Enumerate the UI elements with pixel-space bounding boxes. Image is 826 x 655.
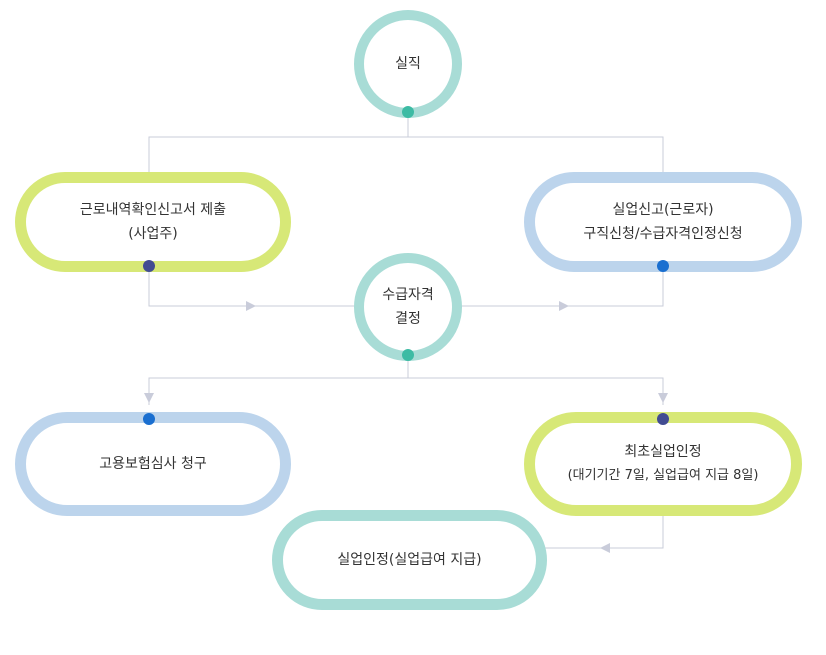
connector-decision-split (148, 355, 664, 405)
node-first-recognition: 최초실업인정 (대기기간 7일, 실업급여 지급 8일) (524, 412, 802, 516)
node-unemployment-label: 실직 (395, 56, 421, 72)
node-job-seeking-report-line1: 실업신고(근로자) (612, 202, 714, 218)
dot-first-recognition (657, 413, 669, 425)
node-employment-report-line2: (사업주) (128, 226, 178, 242)
node-recognition-payment: 실업인정(실업급여 지급) (272, 510, 547, 610)
arrow-right-1 (246, 301, 256, 311)
dot-eligibility-decision (402, 349, 414, 361)
dot-insurance-review (143, 413, 155, 425)
node-insurance-review-label: 고용보험심사 청구 (99, 456, 207, 472)
dot-employment-report (143, 260, 155, 272)
node-eligibility-decision-line1: 수급자격 (382, 287, 434, 303)
node-insurance-review: 고용보험심사 청구 (15, 412, 291, 516)
node-unemployment: 실직 (354, 10, 462, 118)
connector-top-split (148, 118, 664, 182)
connector-right-to-decision (459, 267, 664, 307)
arrow-right-2 (559, 301, 569, 311)
dot-job-seeking-report (657, 260, 669, 272)
node-eligibility-decision: 수급자격 결정 (354, 253, 462, 361)
node-job-seeking-report-line2: 구직신청/수급자격인정신청 (583, 226, 743, 242)
node-first-recognition-line2: (대기기간 7일, 실업급여 지급 8일) (567, 468, 759, 483)
arrow-down-left (144, 393, 154, 403)
node-recognition-payment-label: 실업인정(실업급여 지급) (337, 552, 482, 568)
arrow-down-right (658, 393, 668, 403)
dot-unemployment (402, 106, 414, 118)
node-employment-report-line1: 근로내역확인신고서 제출 (79, 202, 227, 218)
node-eligibility-decision-line2: 결정 (395, 311, 421, 327)
arrow-left-bottom (600, 543, 610, 553)
node-employment-report: 근로내역확인신고서 제출 (사업주) (15, 172, 291, 272)
node-first-recognition-line1: 최초실업인정 (624, 444, 702, 460)
connector-first-to-final (545, 514, 664, 549)
connector-left-to-decision (148, 267, 357, 307)
node-job-seeking-report: 실업신고(근로자) 구직신청/수급자격인정신청 (524, 172, 802, 272)
